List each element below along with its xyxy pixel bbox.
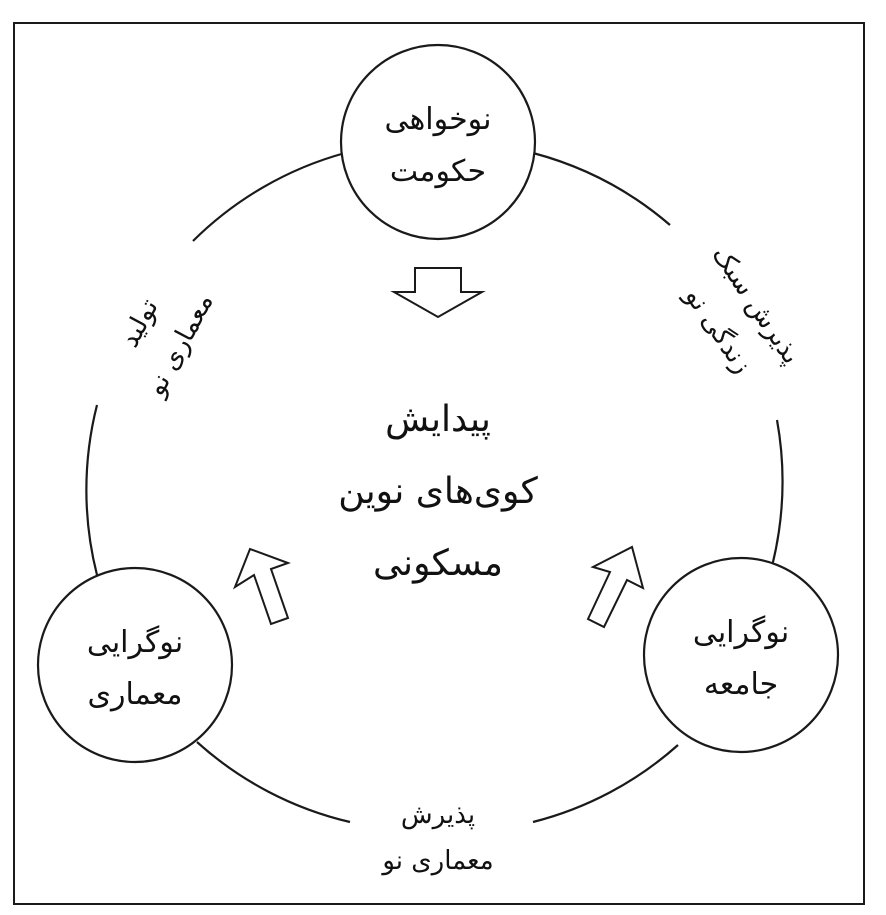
arrow-up-left-icon	[586, 545, 645, 629]
edge-label-bottom: پذیرش معماری نو	[343, 792, 533, 884]
diagram-frame	[13, 22, 865, 905]
arrow-up-right-icon	[232, 547, 291, 626]
node-top-line2: حکومت	[389, 154, 487, 189]
arc-bottom-left	[196, 741, 351, 824]
node-right-line1: نوگرایی	[692, 615, 790, 650]
node-top-line1: نوخواهی	[384, 102, 492, 137]
center-title-line3: مسکونی	[373, 543, 503, 584]
center-title-line1: پیدایش	[385, 399, 491, 440]
arrow-down-icon	[390, 267, 486, 319]
node-left-line2: معماری	[87, 677, 183, 712]
node-label-left: نوگرایی معماری	[45, 617, 225, 721]
arc-left	[85, 404, 99, 576]
node-circle-left	[36, 566, 234, 764]
node-circle-right	[642, 556, 840, 754]
node-label-top: نوخواهی حکومت	[348, 94, 528, 198]
arc-top-right	[532, 151, 671, 226]
edge-bottom-line1: پذیرش	[400, 800, 476, 830]
arc-top-left	[192, 151, 346, 242]
center-title-line2: کوی‌های نوین	[338, 471, 538, 512]
arc-bottom-right	[532, 744, 679, 824]
edge-bottom-line2: معماری نو	[382, 846, 494, 876]
node-right-line2: جامعه	[703, 667, 779, 702]
center-title: پیدایش کوی‌های نوین مسکونی	[288, 384, 588, 600]
node-label-right: نوگرایی جامعه	[651, 607, 831, 711]
node-left-line1: نوگرایی	[86, 625, 184, 660]
node-circle-top	[339, 43, 537, 241]
